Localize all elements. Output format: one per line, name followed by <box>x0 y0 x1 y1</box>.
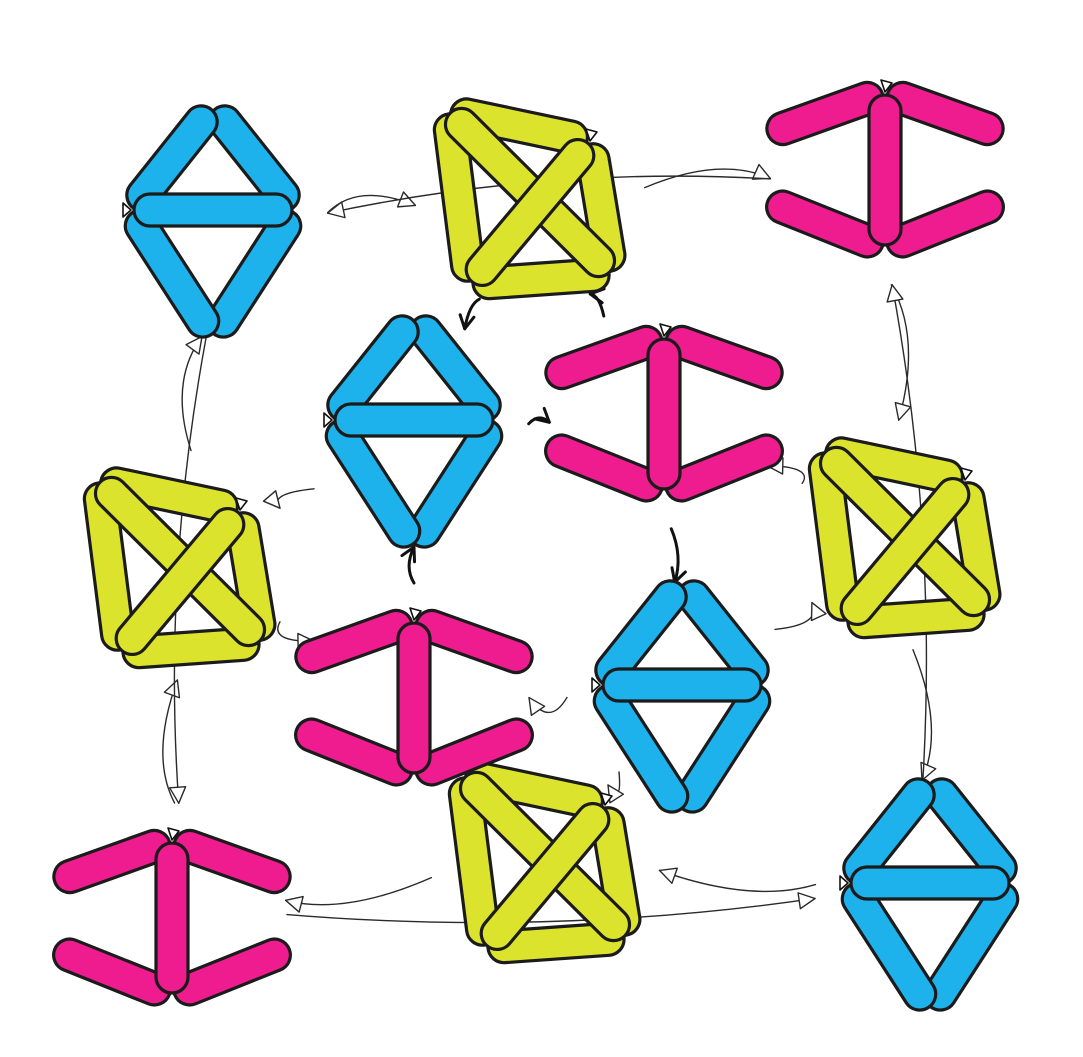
arrow-head <box>286 897 303 912</box>
node-outer-pink-bottom-left <box>49 826 295 1010</box>
node-outer-blue-bottom-right <box>836 772 1024 1016</box>
edge-arrow <box>286 878 432 912</box>
arrow-head <box>660 868 678 883</box>
edge-arrow <box>529 697 567 715</box>
edge-arrow <box>891 285 910 420</box>
arrow-head <box>811 603 826 621</box>
arrow-head <box>264 491 280 508</box>
petal-pink <box>648 339 680 489</box>
edge-arrow <box>529 408 550 423</box>
node-inner-blue-bottom-right <box>588 574 776 818</box>
node-outer-blue-top-left <box>119 99 307 343</box>
node-outer-yellow-left <box>83 465 278 669</box>
node-inner-pink-top-right <box>541 322 787 506</box>
arrow-head <box>895 403 910 421</box>
arrow-head <box>529 698 545 716</box>
edge-arrow <box>182 336 202 450</box>
node-outer-yellow-top <box>433 96 628 300</box>
nodes-layer <box>49 78 1024 1016</box>
arrow-head <box>164 680 179 698</box>
petal-blue <box>603 669 761 701</box>
arrow-head <box>752 165 770 180</box>
arrow-head <box>887 285 903 302</box>
edge-arrow <box>287 893 815 923</box>
edge-arrow <box>775 603 826 630</box>
petal-blue <box>335 404 493 436</box>
node-inner-pink-bottom-left <box>291 606 537 790</box>
node-outer-yellow-right <box>808 435 1003 639</box>
edge-arrow <box>660 868 816 891</box>
arrow-head <box>798 893 815 909</box>
arrow-head <box>535 408 549 422</box>
petal-pink <box>869 95 901 245</box>
petal-pink <box>156 843 188 993</box>
node-inner-blue-top-left <box>320 309 508 553</box>
arrow-head <box>170 787 186 804</box>
edge-arrow <box>671 529 685 582</box>
petal-blue <box>134 194 292 226</box>
edge-arrow <box>460 299 479 329</box>
edge-arrow <box>264 489 315 508</box>
petal-blue <box>851 867 1009 899</box>
edge-arrow <box>402 547 415 583</box>
petal-pink <box>398 623 430 773</box>
node-outer-pink-top-right <box>762 78 1008 262</box>
arrow-head <box>186 336 202 354</box>
arrow-head <box>608 785 623 803</box>
